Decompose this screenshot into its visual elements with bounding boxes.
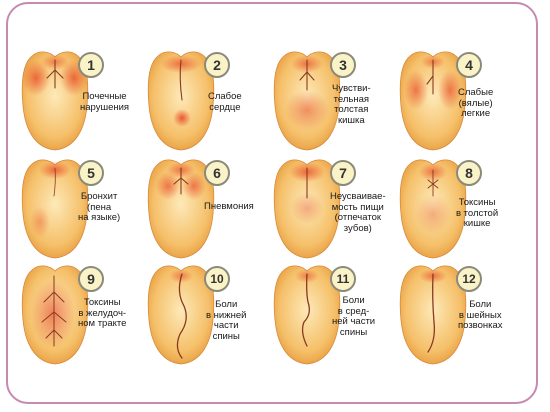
- tongue-illustration: [273, 51, 341, 151]
- red-zone: [438, 70, 462, 110]
- item-number-badge: 5: [78, 160, 104, 186]
- item-number-badge: 2: [204, 52, 230, 78]
- red-zone: [31, 280, 75, 348]
- red-zone: [285, 90, 329, 130]
- tongue-crack: [173, 167, 189, 195]
- item-number-badge: 6: [204, 160, 230, 186]
- red-zone: [415, 194, 451, 234]
- item-caption: Боли в нижней части спины: [206, 299, 247, 342]
- item-caption: Неусваивае- мость пищи (отпечаток зубов): [330, 191, 386, 234]
- tongue-illustration: [399, 159, 467, 259]
- tongue-crack: [299, 59, 315, 91]
- item-number-badge: 11: [330, 266, 356, 292]
- tongue-crack: [301, 273, 310, 347]
- red-zone: [182, 172, 206, 200]
- item-number-badge: 1: [78, 52, 104, 78]
- tongue-crack: [427, 169, 439, 197]
- item-caption: Слабое сердце: [208, 91, 242, 113]
- red-zone: [22, 60, 50, 96]
- item-number-badge: 7: [330, 160, 356, 186]
- item-caption: Боли в шейных позвонках: [458, 299, 503, 331]
- tongue-crack: [179, 59, 183, 101]
- tongue-crack: [46, 59, 64, 89]
- tongue-crack: [41, 275, 67, 347]
- item-caption: Бронхит (пена на языке): [78, 191, 121, 223]
- item-caption: Токсины в толстой кишке: [456, 197, 499, 229]
- tongue-illustration: [147, 159, 215, 259]
- item-number-badge: 10: [204, 266, 230, 292]
- item-number-badge: 8: [456, 160, 482, 186]
- tongue-illustration: [273, 265, 341, 365]
- tongue-illustration: [21, 265, 89, 365]
- red-zone: [30, 206, 50, 238]
- item-number-badge: 4: [456, 52, 482, 78]
- tongue-illustration: [21, 159, 89, 259]
- tongue-crack: [176, 273, 187, 359]
- item-number-badge: 3: [330, 52, 356, 78]
- tongue-illustration: [21, 51, 89, 151]
- red-zone: [404, 70, 428, 110]
- tongue-crack: [53, 167, 56, 197]
- tongue-illustration: [273, 159, 341, 259]
- tongue-illustration: [147, 51, 215, 151]
- item-number-badge: 9: [78, 266, 104, 292]
- item-caption: Пневмония: [204, 201, 254, 212]
- item-caption: Токсины в желудоч- ном тракте: [78, 297, 127, 329]
- tongue-crack: [426, 59, 434, 95]
- item-caption: Чувстви- тельная толстая кишка: [332, 83, 371, 126]
- tongue-crack: [427, 273, 436, 353]
- item-number-badge: 12: [456, 266, 482, 292]
- red-zone: [173, 109, 191, 127]
- red-zone: [156, 172, 180, 200]
- tongue-illustration: [147, 265, 215, 365]
- tongue-illustration: [399, 51, 467, 151]
- item-caption: Боли в сред- ней части спины: [332, 295, 376, 338]
- tongue-illustration: [399, 265, 467, 365]
- red-zone: [291, 192, 323, 224]
- item-caption: Слабые (вялые) легкие: [458, 87, 494, 119]
- item-caption: Почечные нарушения: [80, 91, 130, 113]
